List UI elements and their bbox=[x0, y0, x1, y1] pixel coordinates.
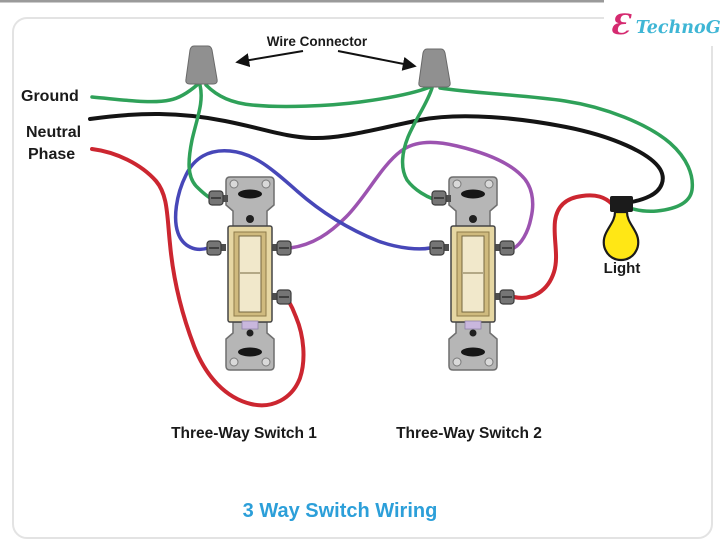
ground-label: Ground bbox=[21, 88, 79, 105]
ground-wire-to-switch1 bbox=[187, 83, 214, 201]
ground-wire-connector-link bbox=[204, 83, 432, 109]
ground-wire-to-light bbox=[438, 86, 695, 213]
neutral-label: Neutral bbox=[26, 124, 81, 141]
wire-connector-arrow-left bbox=[235, 50, 304, 68]
switch1-label: Three-Way Switch 1 bbox=[171, 425, 317, 442]
wire-connector-left bbox=[185, 45, 218, 85]
wire-connector-right bbox=[418, 48, 451, 88]
logo-background bbox=[604, 0, 720, 46]
logo-letter-e: Ɛ bbox=[610, 8, 632, 41]
traveler-wire-purple bbox=[288, 140, 535, 250]
light-bulb bbox=[602, 210, 640, 262]
top-edge-strip bbox=[0, 0, 720, 3]
card-border bbox=[12, 17, 713, 539]
light-label: Light bbox=[604, 260, 641, 277]
diagram-title: 3 Way Switch Wiring bbox=[243, 500, 438, 522]
ground-wire-to-switch2 bbox=[400, 86, 435, 201]
wire-connector-label: Wire Connector bbox=[267, 34, 368, 49]
wire-connector-arrow-right bbox=[337, 50, 417, 71]
phase-wire-to-switch1 bbox=[90, 147, 306, 408]
switch2-label: Three-Way Switch 2 bbox=[396, 425, 542, 442]
logo-technog: TechnoG bbox=[636, 18, 720, 38]
traveler-wire-blue bbox=[173, 149, 432, 252]
light-bulb-cap bbox=[610, 196, 633, 212]
ground-wire-feed bbox=[90, 83, 199, 104]
phase-wire-switch2-to-light bbox=[512, 193, 614, 300]
neutral-wire bbox=[88, 112, 665, 204]
phase-label: Phase bbox=[28, 146, 75, 163]
etechnog-logo: Ɛ TechnoG bbox=[610, 8, 720, 41]
